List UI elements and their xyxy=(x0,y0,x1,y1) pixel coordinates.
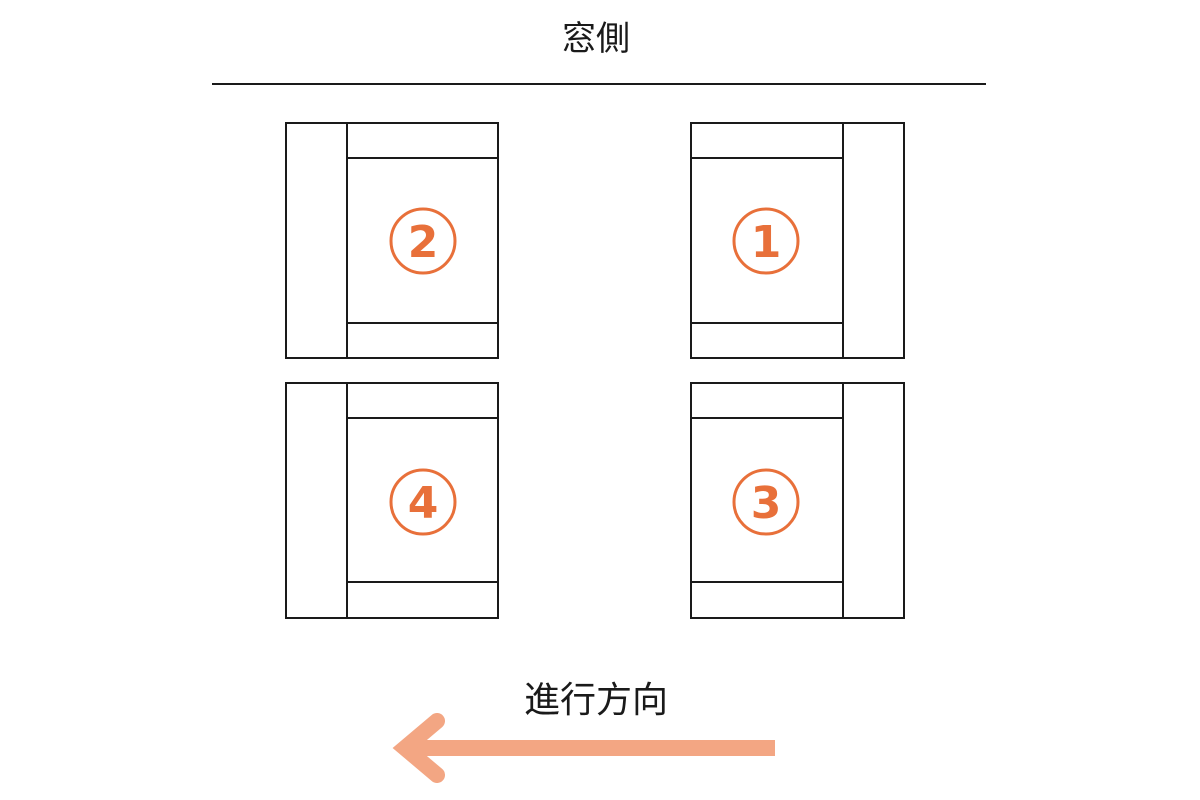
direction-label: 進行方向 xyxy=(524,680,668,721)
seat-3-outline xyxy=(690,382,905,619)
seat-1-number: 1 xyxy=(751,217,782,268)
seat-2-number-circle xyxy=(389,207,457,275)
seat-1-number-circle xyxy=(732,207,800,275)
direction-arrow-icon xyxy=(392,713,775,783)
seat-2-number: 2 xyxy=(408,217,439,268)
seat-4-number: 4 xyxy=(408,478,439,529)
seat-4-number-circle xyxy=(389,468,457,536)
seat-4: 4 xyxy=(285,382,499,619)
window-side-label: 窓側 xyxy=(562,19,630,59)
seat-4-outline xyxy=(285,382,499,619)
seat-2-outline xyxy=(285,122,499,359)
seat-1: 1 xyxy=(690,122,905,359)
seat-2: 2 xyxy=(285,122,499,359)
seat-3: 3 xyxy=(690,382,905,619)
seat-3-number: 3 xyxy=(751,478,782,529)
seat-1-outline xyxy=(690,122,905,359)
direction-arrow-head xyxy=(392,713,445,783)
seat-3-number-circle xyxy=(732,468,800,536)
